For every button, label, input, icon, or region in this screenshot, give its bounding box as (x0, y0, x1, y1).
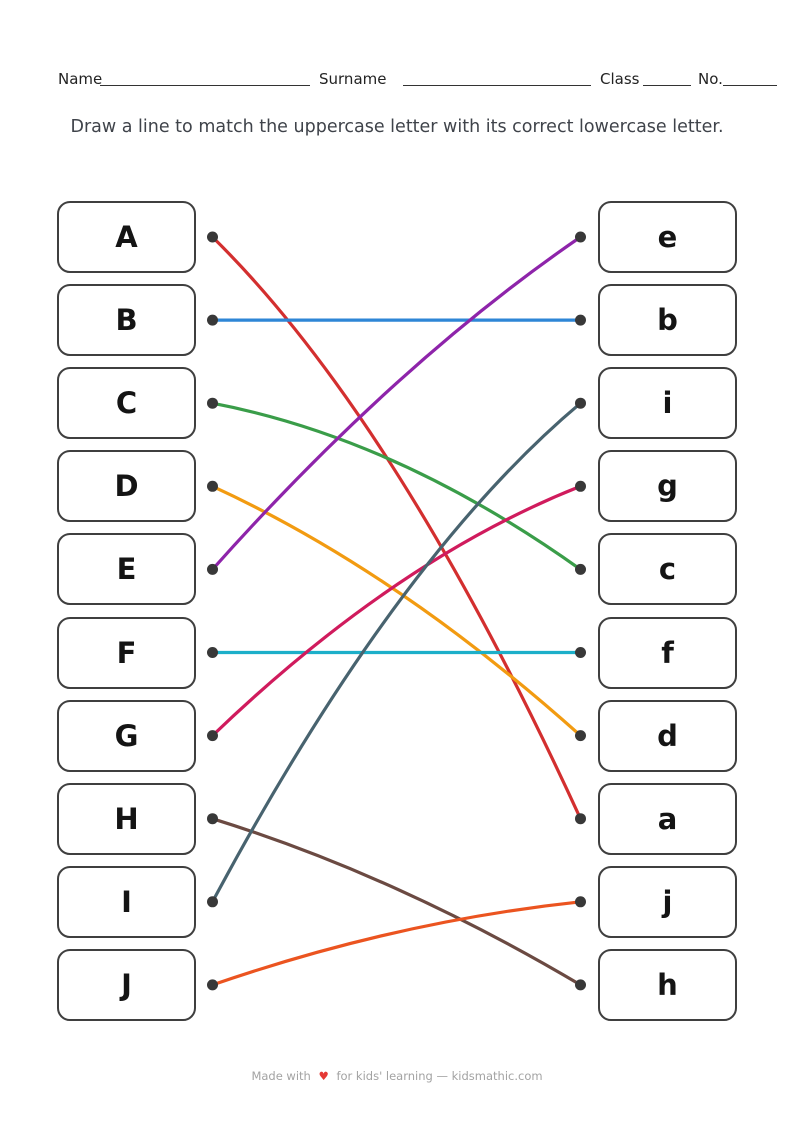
connection-dot-left-H (207, 813, 218, 825)
connection-line-C-c (210, 401, 583, 571)
lowercase-box-h: h (598, 948, 737, 1021)
letter-label: h (657, 967, 678, 1002)
letter-label: D (114, 469, 139, 504)
letter-label: C (115, 386, 138, 421)
uppercase-box-C: C (57, 367, 196, 440)
no-field-line (723, 71, 777, 86)
letter-label: F (116, 635, 137, 670)
letter-label: H (114, 801, 139, 836)
lowercase-box-e: e (598, 201, 737, 273)
letter-label: c (658, 552, 677, 587)
connection-dot-left-J (207, 979, 218, 991)
footer-text-after: for kids' learning — kidsmathic.com (336, 1069, 543, 1083)
lowercase-box-f: f (598, 616, 737, 689)
letter-label: i (662, 386, 673, 421)
footer-text-before: Made with (251, 1069, 311, 1083)
class-field-line (643, 71, 691, 86)
connection-dot-left-I (207, 896, 218, 908)
connection-dot-right-i (575, 397, 586, 409)
connection-dot-left-B (207, 314, 218, 326)
uppercase-box-I: I (57, 865, 196, 938)
lowercase-box-d: d (598, 699, 737, 772)
uppercase-box-D: D (57, 450, 196, 523)
connection-dot-right-d (575, 730, 586, 742)
lowercase-box-g: g (598, 450, 737, 523)
class-label: Class (600, 70, 640, 88)
letter-label: I (121, 884, 132, 919)
lowercase-box-j: j (598, 865, 737, 938)
letter-label: d (657, 718, 678, 753)
letter-label: j (662, 884, 673, 919)
uppercase-box-B: B (57, 284, 196, 357)
connection-line-I-i (210, 401, 583, 904)
lowercase-box-b: b (598, 284, 737, 357)
uppercase-box-A: A (57, 201, 196, 273)
connection-line-J-j (210, 900, 583, 987)
letter-label: f (661, 635, 674, 670)
lowercase-box-i: i (598, 367, 737, 440)
connection-dot-right-f (575, 647, 586, 658)
connection-dot-right-b (575, 314, 586, 326)
connection-dot-right-h (575, 979, 586, 991)
letter-label: G (114, 718, 139, 753)
connection-dot-right-a (575, 813, 586, 825)
letter-label: J (121, 967, 132, 1002)
connection-line-H-h (210, 817, 583, 987)
no-label: No. (698, 70, 723, 88)
letter-label: g (657, 469, 678, 504)
uppercase-box-F: F (57, 616, 196, 689)
surname-field-line (403, 71, 591, 86)
uppercase-box-G: G (57, 699, 196, 772)
name-label: Name (58, 70, 103, 88)
instruction-text: Draw a line to match the uppercase lette… (70, 117, 724, 137)
letter-label: B (115, 303, 138, 338)
connection-dot-right-g (575, 480, 586, 492)
connection-dot-left-D (207, 480, 218, 492)
connection-dot-left-E (207, 563, 218, 575)
footer-credit: Made with ♥ for kids' learning — kidsmat… (0, 1069, 794, 1083)
name-field-line (100, 71, 310, 86)
connection-dot-left-F (207, 647, 218, 658)
connection-dot-left-C (207, 397, 218, 409)
connection-dot-right-c (575, 563, 586, 575)
lowercase-box-a: a (598, 782, 737, 855)
connection-line-D-d (210, 484, 583, 738)
letter-label: e (657, 220, 678, 254)
letter-label: a (657, 801, 678, 836)
heart-icon: ♥ (318, 1069, 329, 1083)
connection-dot-right-e (575, 231, 586, 243)
letter-label: b (657, 303, 678, 338)
surname-label: Surname (319, 70, 387, 88)
connection-line-E-e (210, 235, 583, 571)
connection-dot-left-A (207, 231, 218, 243)
connection-line-G-g (210, 484, 583, 738)
uppercase-box-E: E (57, 533, 196, 606)
connection-line-A-a (210, 235, 583, 821)
uppercase-box-H: H (57, 782, 196, 855)
connection-dot-right-j (575, 896, 586, 908)
letter-label: A (115, 220, 138, 254)
uppercase-box-J: J (57, 948, 196, 1021)
letter-label: E (116, 552, 137, 587)
connection-dot-left-G (207, 730, 218, 742)
lowercase-box-c: c (598, 533, 737, 606)
